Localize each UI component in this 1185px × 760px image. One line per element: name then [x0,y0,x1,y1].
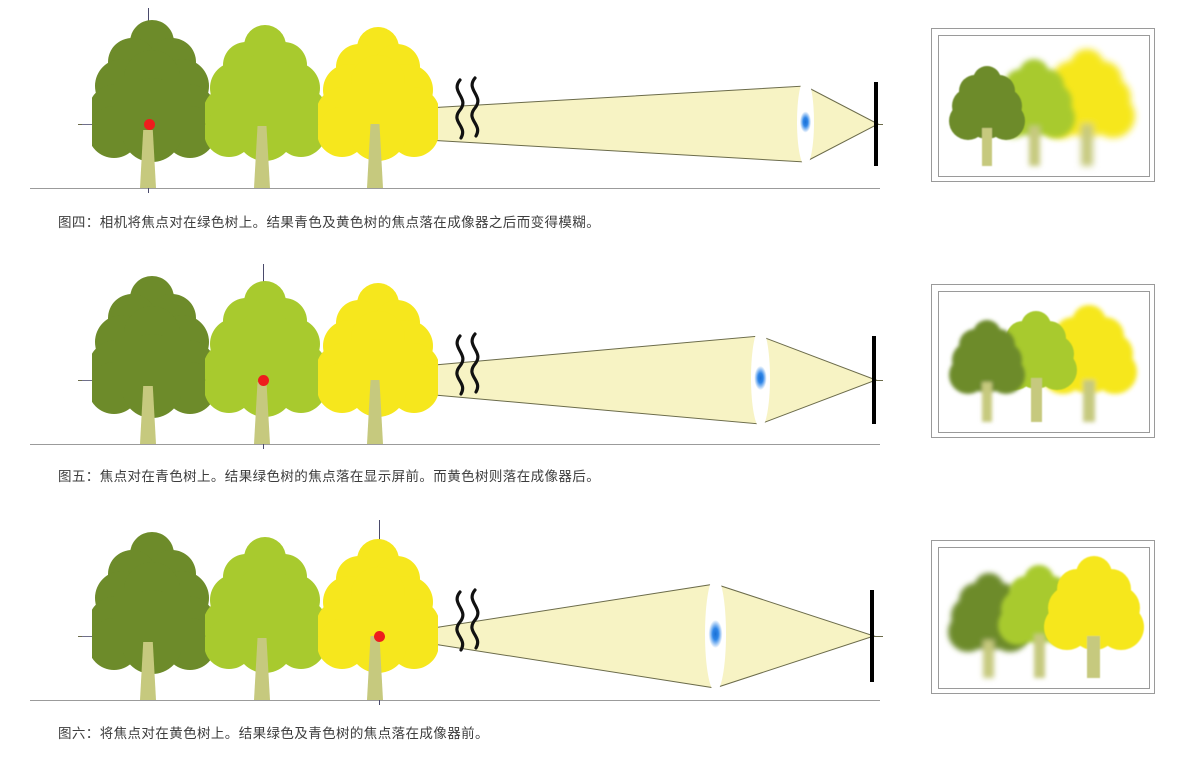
ground-line [30,444,880,445]
break-squiggle-icon [455,332,480,396]
focus-point-marker [144,119,155,130]
preview-trees-4 [949,49,1135,166]
preview-inset-5-frame [938,291,1150,433]
tree-lightgreen-trunk [254,638,270,700]
tree-lightgreen-crown [205,25,325,161]
lens-element [751,328,770,428]
tree-yellow-trunk [367,636,383,700]
preview-inset-4[interactable] [931,28,1155,182]
tree-green-crown [92,276,212,418]
optical-bench-5 [0,256,900,466]
preview-trees-6 [948,556,1144,678]
tree-yellow-crown [318,283,438,417]
ground-line [30,188,880,189]
figure-6: 图六：将焦点对在黄色树上。结果绿色及青色树的焦点落在成像器前。 [0,512,1185,760]
tree-green-trunk [140,642,156,700]
preview-inset-4-frame [938,35,1150,177]
preview-inset-5[interactable] [931,284,1155,438]
figure-4-caption: 图四：相机将焦点对在绿色树上。结果青色及黄色树的焦点落在成像器之后而变得模糊。 [58,215,601,230]
tree-green-trunk [140,130,156,188]
tree-yellow-trunk [367,124,383,188]
preview-tree-yellow [1044,556,1144,678]
tree-yellow-crown [318,539,438,673]
focus-point-marker [258,375,269,386]
tree-yellow-trunk [367,380,383,444]
image-sensor [872,336,876,424]
ground-line [30,700,880,701]
figure-6-caption: 图六：将焦点对在黄色树上。结果绿色及青色树的焦点落在成像器前。 [58,726,489,741]
lens-element [797,78,814,166]
tree-green-crown [92,20,212,162]
image-sensor [870,590,874,682]
optical-bench-4 [0,0,900,210]
tree-lightgreen-trunk [254,382,270,444]
break-squiggle-icon [455,588,480,652]
break-squiggle-icon [455,76,480,140]
preview-inset-6-frame [938,547,1150,689]
tree-lightgreen-crown [205,537,325,673]
preview-trees-5 [949,305,1137,422]
preview-tree-green [949,66,1025,166]
tree-green-crown [92,532,212,674]
image-sensor [874,82,878,166]
preview-inset-6[interactable] [931,540,1155,694]
figure-4: 图四：相机将焦点对在绿色树上。结果青色及黄色树的焦点落在成像器之后而变得模糊。 [0,0,1185,248]
tree-green-trunk [140,386,156,444]
tree-lightgreen-trunk [254,126,270,188]
optical-bench-6 [0,512,900,722]
tree-yellow-crown [318,27,438,161]
preview-tree-green [949,320,1025,422]
lens-element [705,576,726,692]
figure-5-caption: 图五：焦点对在青色树上。结果绿色树的焦点落在显示屏前。而黄色树则落在成像器后。 [58,469,601,484]
figure-5: 图五：焦点对在青色树上。结果绿色树的焦点落在显示屏前。而黄色树则落在成像器后。 [0,256,1185,504]
focus-point-marker [374,631,385,642]
